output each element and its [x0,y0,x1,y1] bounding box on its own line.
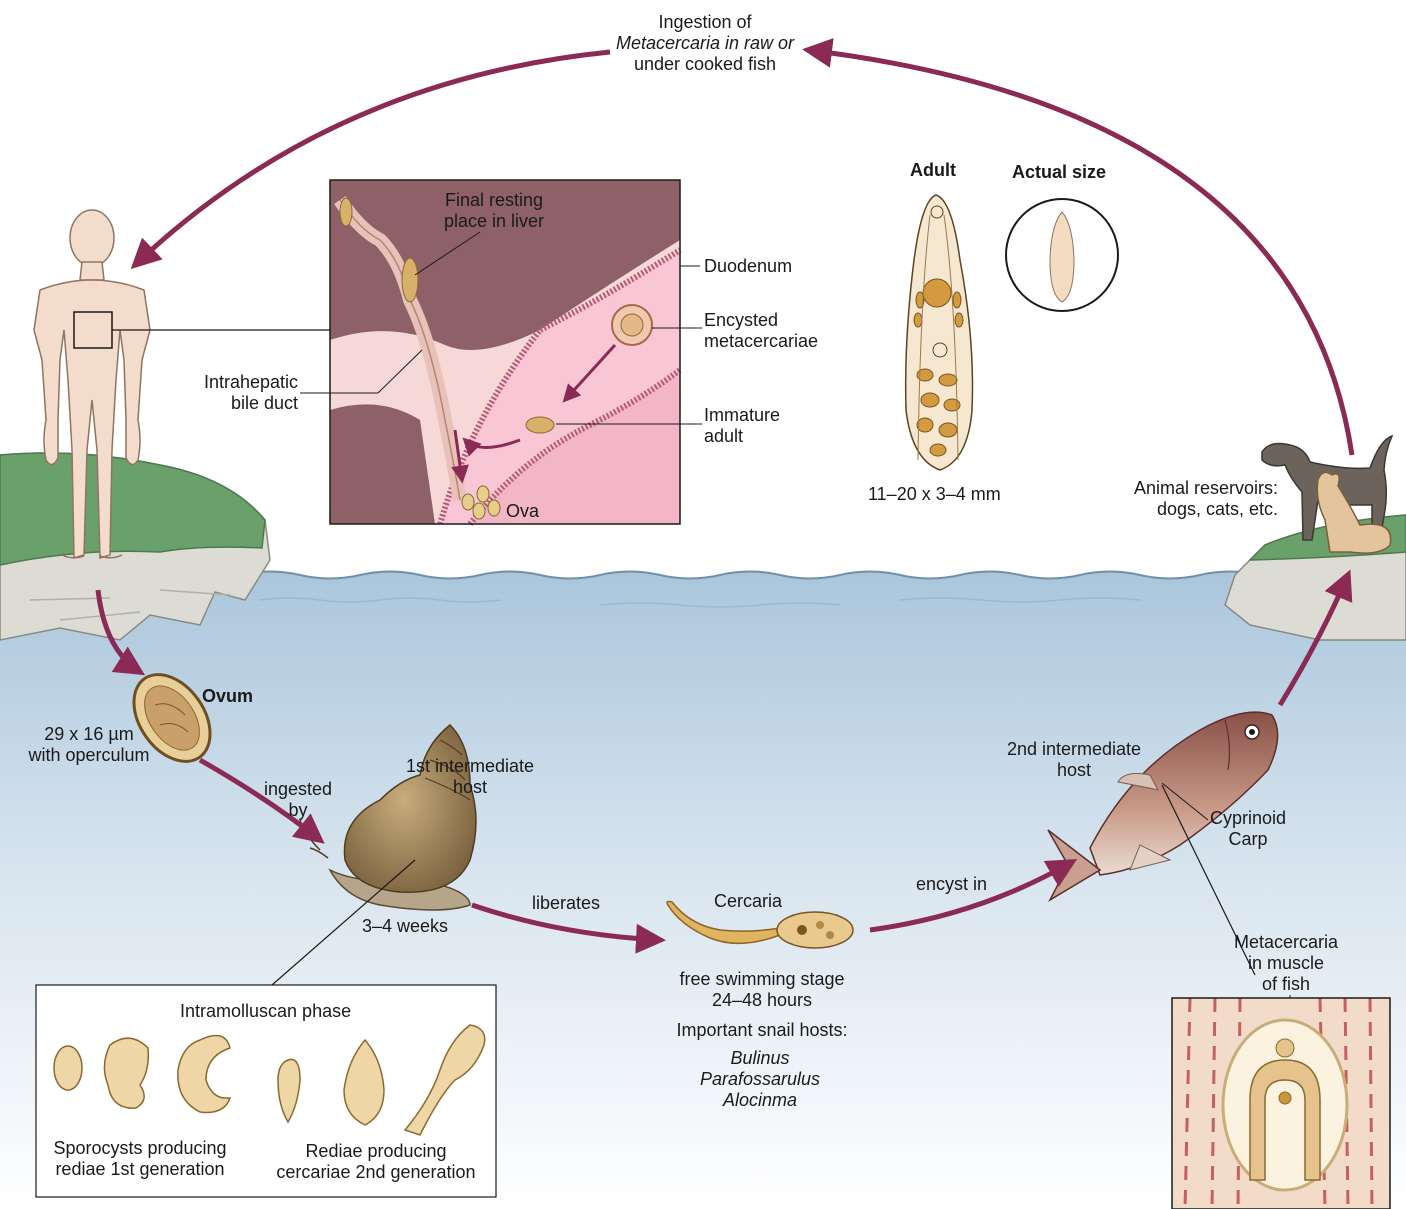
adult-fluke [906,195,973,470]
adult-dimensions: 11–20 x 3–4 mm [868,484,1001,505]
ovum-title: Ovum [202,686,253,707]
final-resting-label: Final resting place in liver [424,190,564,232]
ingested-by-line-2: by [258,800,338,821]
intrahepatic-line-2: bile duct [170,393,298,414]
final-resting-line-2: place in liver [424,211,564,232]
free-swimming-line-1: free swimming stage [670,969,854,990]
ova-label: Ova [506,501,539,522]
ingested-by-line-1: ingested [258,779,338,800]
cercaria-title: Cercaria [714,891,782,912]
snail-host-3: Alocinma [680,1090,840,1111]
immature-line-1: Immature [704,405,780,426]
second-host-line-1: 2nd intermediate [1004,739,1144,760]
ingestion-line-3: under cooked fish [600,54,810,75]
dog-cat-reservoirs [1262,436,1392,553]
cyprinoid-line-2: Carp [1200,829,1296,850]
snail-host-1: Bulinus [680,1048,840,1069]
liberates-label: liberates [532,893,600,914]
second-host-label: 2nd intermediate host [1004,739,1144,781]
metacercaria-line-1: Metacercaria [1224,932,1348,953]
adult-title: Adult [910,160,956,181]
encysted-line-1: Encysted [704,310,818,331]
first-host-label: 1st intermediate host [400,756,540,798]
free-swimming-line-2: 24–48 hours [670,990,854,1011]
animal-reservoirs-line-1: Animal reservoirs: [1100,478,1278,499]
ovum-size-line-1: 29 x 16 µm [24,724,154,745]
metacercaria-muscle-label: Metacercaria in muscle of fish [1224,932,1348,995]
animal-reservoirs-line-2: dogs, cats, etc. [1100,499,1278,520]
first-host-line-1: 1st intermediate [400,756,540,777]
intrahepatic-line-1: Intrahepatic [170,372,298,393]
actual-size-title: Actual size [1012,162,1106,183]
weeks-label: 3–4 weeks [362,916,448,937]
sporocysts-label: Sporocysts producing rediae 1st generati… [44,1138,236,1180]
second-host-line-2: host [1004,760,1144,781]
rediae-line-1: Rediae producing [268,1141,484,1162]
snail-hosts-title: Important snail hosts: [662,1020,862,1041]
intrahepatic-label: Intrahepatic bile duct [170,372,298,414]
encyst-in-label: encyst in [916,874,987,895]
ovum-size-line-2: with operculum [24,745,154,766]
sporocysts-line-2: rediae 1st generation [44,1159,236,1180]
immature-line-2: adult [704,426,780,447]
free-swimming-label: free swimming stage 24–48 hours [670,969,854,1011]
intramolluscan-title: Intramolluscan phase [180,1001,351,1022]
immature-label: Immature adult [704,405,780,447]
cyprinoid-label: Cyprinoid Carp [1200,808,1296,850]
ingestion-line-2: Metacercaria in raw or [600,33,810,54]
sporocysts-line-1: Sporocysts producing [44,1138,236,1159]
ingested-by-label: ingested by [258,779,338,821]
final-resting-line-1: Final resting [424,190,564,211]
rediae-label: Rediae producing cercariae 2nd generatio… [268,1141,484,1183]
duodenum-label: Duodenum [704,256,792,277]
first-host-line-2: host [400,777,540,798]
metacercaria-line-3: of fish [1224,974,1348,995]
metacercaria-line-2: in muscle [1224,953,1348,974]
muscle-inset [1172,998,1390,1209]
encysted-line-2: metacercariae [704,331,818,352]
cyprinoid-line-1: Cyprinoid [1200,808,1296,829]
snail-host-2: Parafossarulus [680,1069,840,1090]
ovum-size-label: 29 x 16 µm with operculum [24,724,154,766]
encysted-label: Encysted metacercariae [704,310,818,352]
animal-reservoirs-label: Animal reservoirs: dogs, cats, etc. [1100,478,1278,520]
snail-hosts-list: Bulinus Parafossarulus Alocinma [680,1048,840,1111]
ingestion-line-1: Ingestion of [600,12,810,33]
rediae-line-2: cercariae 2nd generation [268,1162,484,1183]
ingestion-label: Ingestion of Metacercaria in raw or unde… [600,12,810,75]
